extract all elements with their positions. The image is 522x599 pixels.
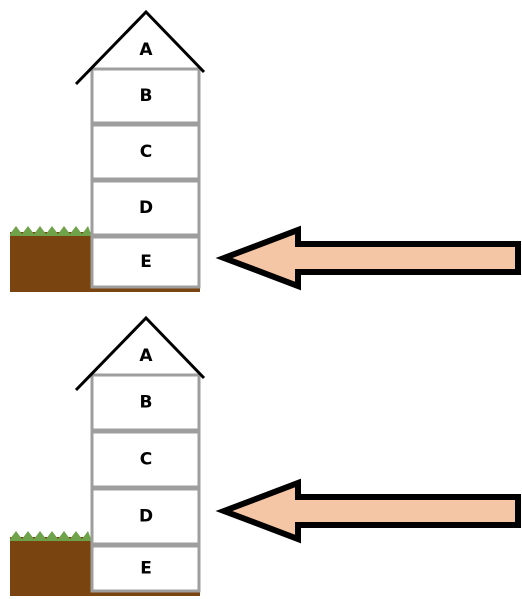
grass (10, 531, 91, 541)
floor-label-c: C (140, 142, 152, 162)
floor-e (90, 235, 201, 289)
ground-soil (10, 537, 93, 596)
floor-label-d: D (139, 198, 153, 218)
floor-c (90, 123, 201, 181)
grass (10, 226, 91, 236)
floor-a (91, 14, 200, 68)
floor-c (90, 430, 201, 489)
roof-outline (74, 315, 206, 392)
bottom-panel: A B C D E (10, 315, 521, 596)
pointer-arrow (215, 225, 521, 291)
floor-a (91, 320, 200, 374)
top-panel: A B C D E (10, 9, 521, 292)
ground-soil (10, 232, 93, 292)
roof-outline (74, 9, 206, 86)
floor-label-b: B (140, 393, 153, 413)
floor-label-e: E (140, 559, 152, 579)
ground-soil-strip (91, 592, 200, 596)
floor-label-a: A (139, 40, 153, 60)
ground-soil-strip (91, 288, 200, 292)
floor-label-a: A (139, 346, 153, 366)
floor-d (90, 487, 201, 546)
floor-b (90, 67, 201, 125)
floor-d (90, 179, 201, 237)
pointer-arrow (215, 478, 521, 544)
floor-label-e: E (140, 252, 152, 272)
floor-label-b: B (140, 86, 153, 106)
floor-e (90, 544, 201, 593)
floor-label-c: C (140, 450, 152, 470)
floor-label-d: D (139, 507, 153, 527)
